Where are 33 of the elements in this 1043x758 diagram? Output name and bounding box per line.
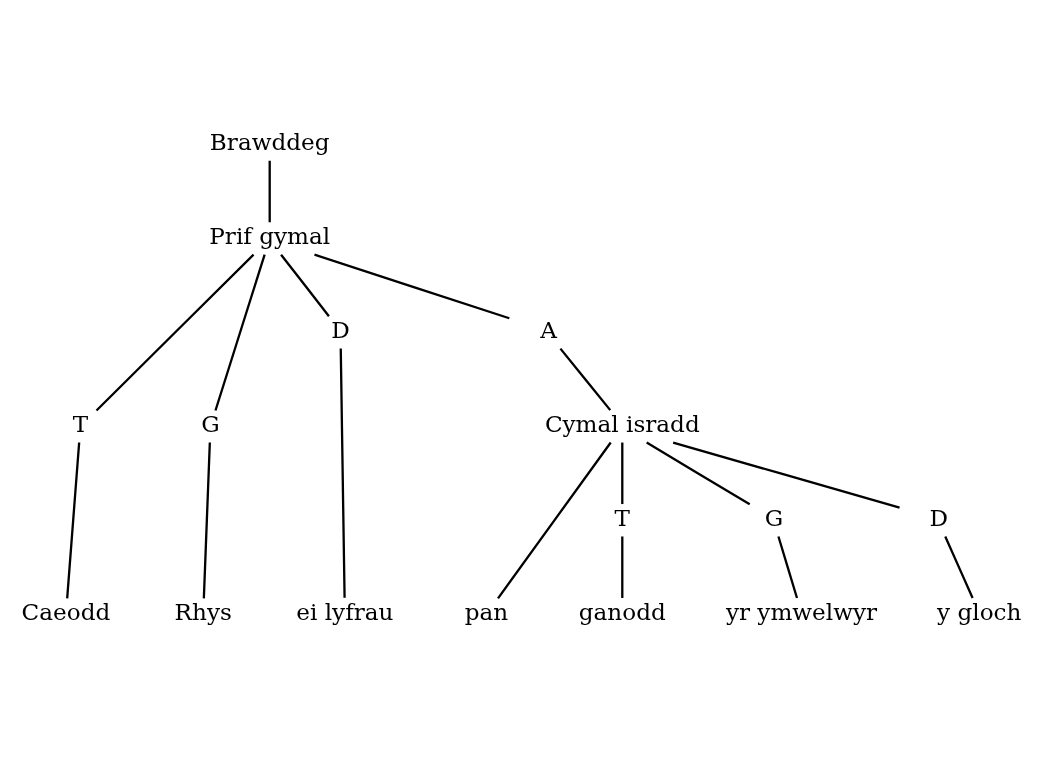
node-text: T	[614, 504, 630, 531]
connector	[280, 253, 330, 317]
connector	[95, 253, 255, 411]
node-text: Caeodd	[21, 598, 111, 625]
node-text: Cymal isradd	[544, 410, 700, 437]
connector	[646, 441, 751, 505]
connector	[214, 253, 266, 411]
connector	[944, 535, 974, 598]
node-text: G	[764, 504, 784, 531]
connector	[339, 347, 346, 598]
node-text: Prif gymal	[209, 222, 331, 249]
connector	[559, 347, 612, 411]
node-text: pan	[464, 598, 509, 625]
connector	[777, 535, 799, 598]
node-text: T	[72, 410, 89, 437]
node-text: D	[929, 504, 949, 531]
connector	[621, 442, 624, 504]
node-text: ganodd	[578, 598, 666, 625]
node-text: y gloch	[937, 598, 1022, 625]
connector	[202, 441, 211, 598]
connector	[672, 440, 900, 509]
node-text: A	[540, 316, 557, 343]
connector	[497, 441, 612, 599]
node-text: Brawddeg	[209, 128, 330, 155]
node-text: D	[331, 316, 350, 343]
node-text: G	[201, 410, 220, 437]
connector	[268, 160, 271, 222]
connector	[66, 441, 81, 598]
connector	[621, 535, 624, 598]
connector	[314, 253, 510, 319]
node-text: yr ymwelwyr	[725, 598, 878, 625]
node-text: Rhys	[174, 598, 232, 625]
node-text: ei lyfrau	[296, 598, 394, 625]
